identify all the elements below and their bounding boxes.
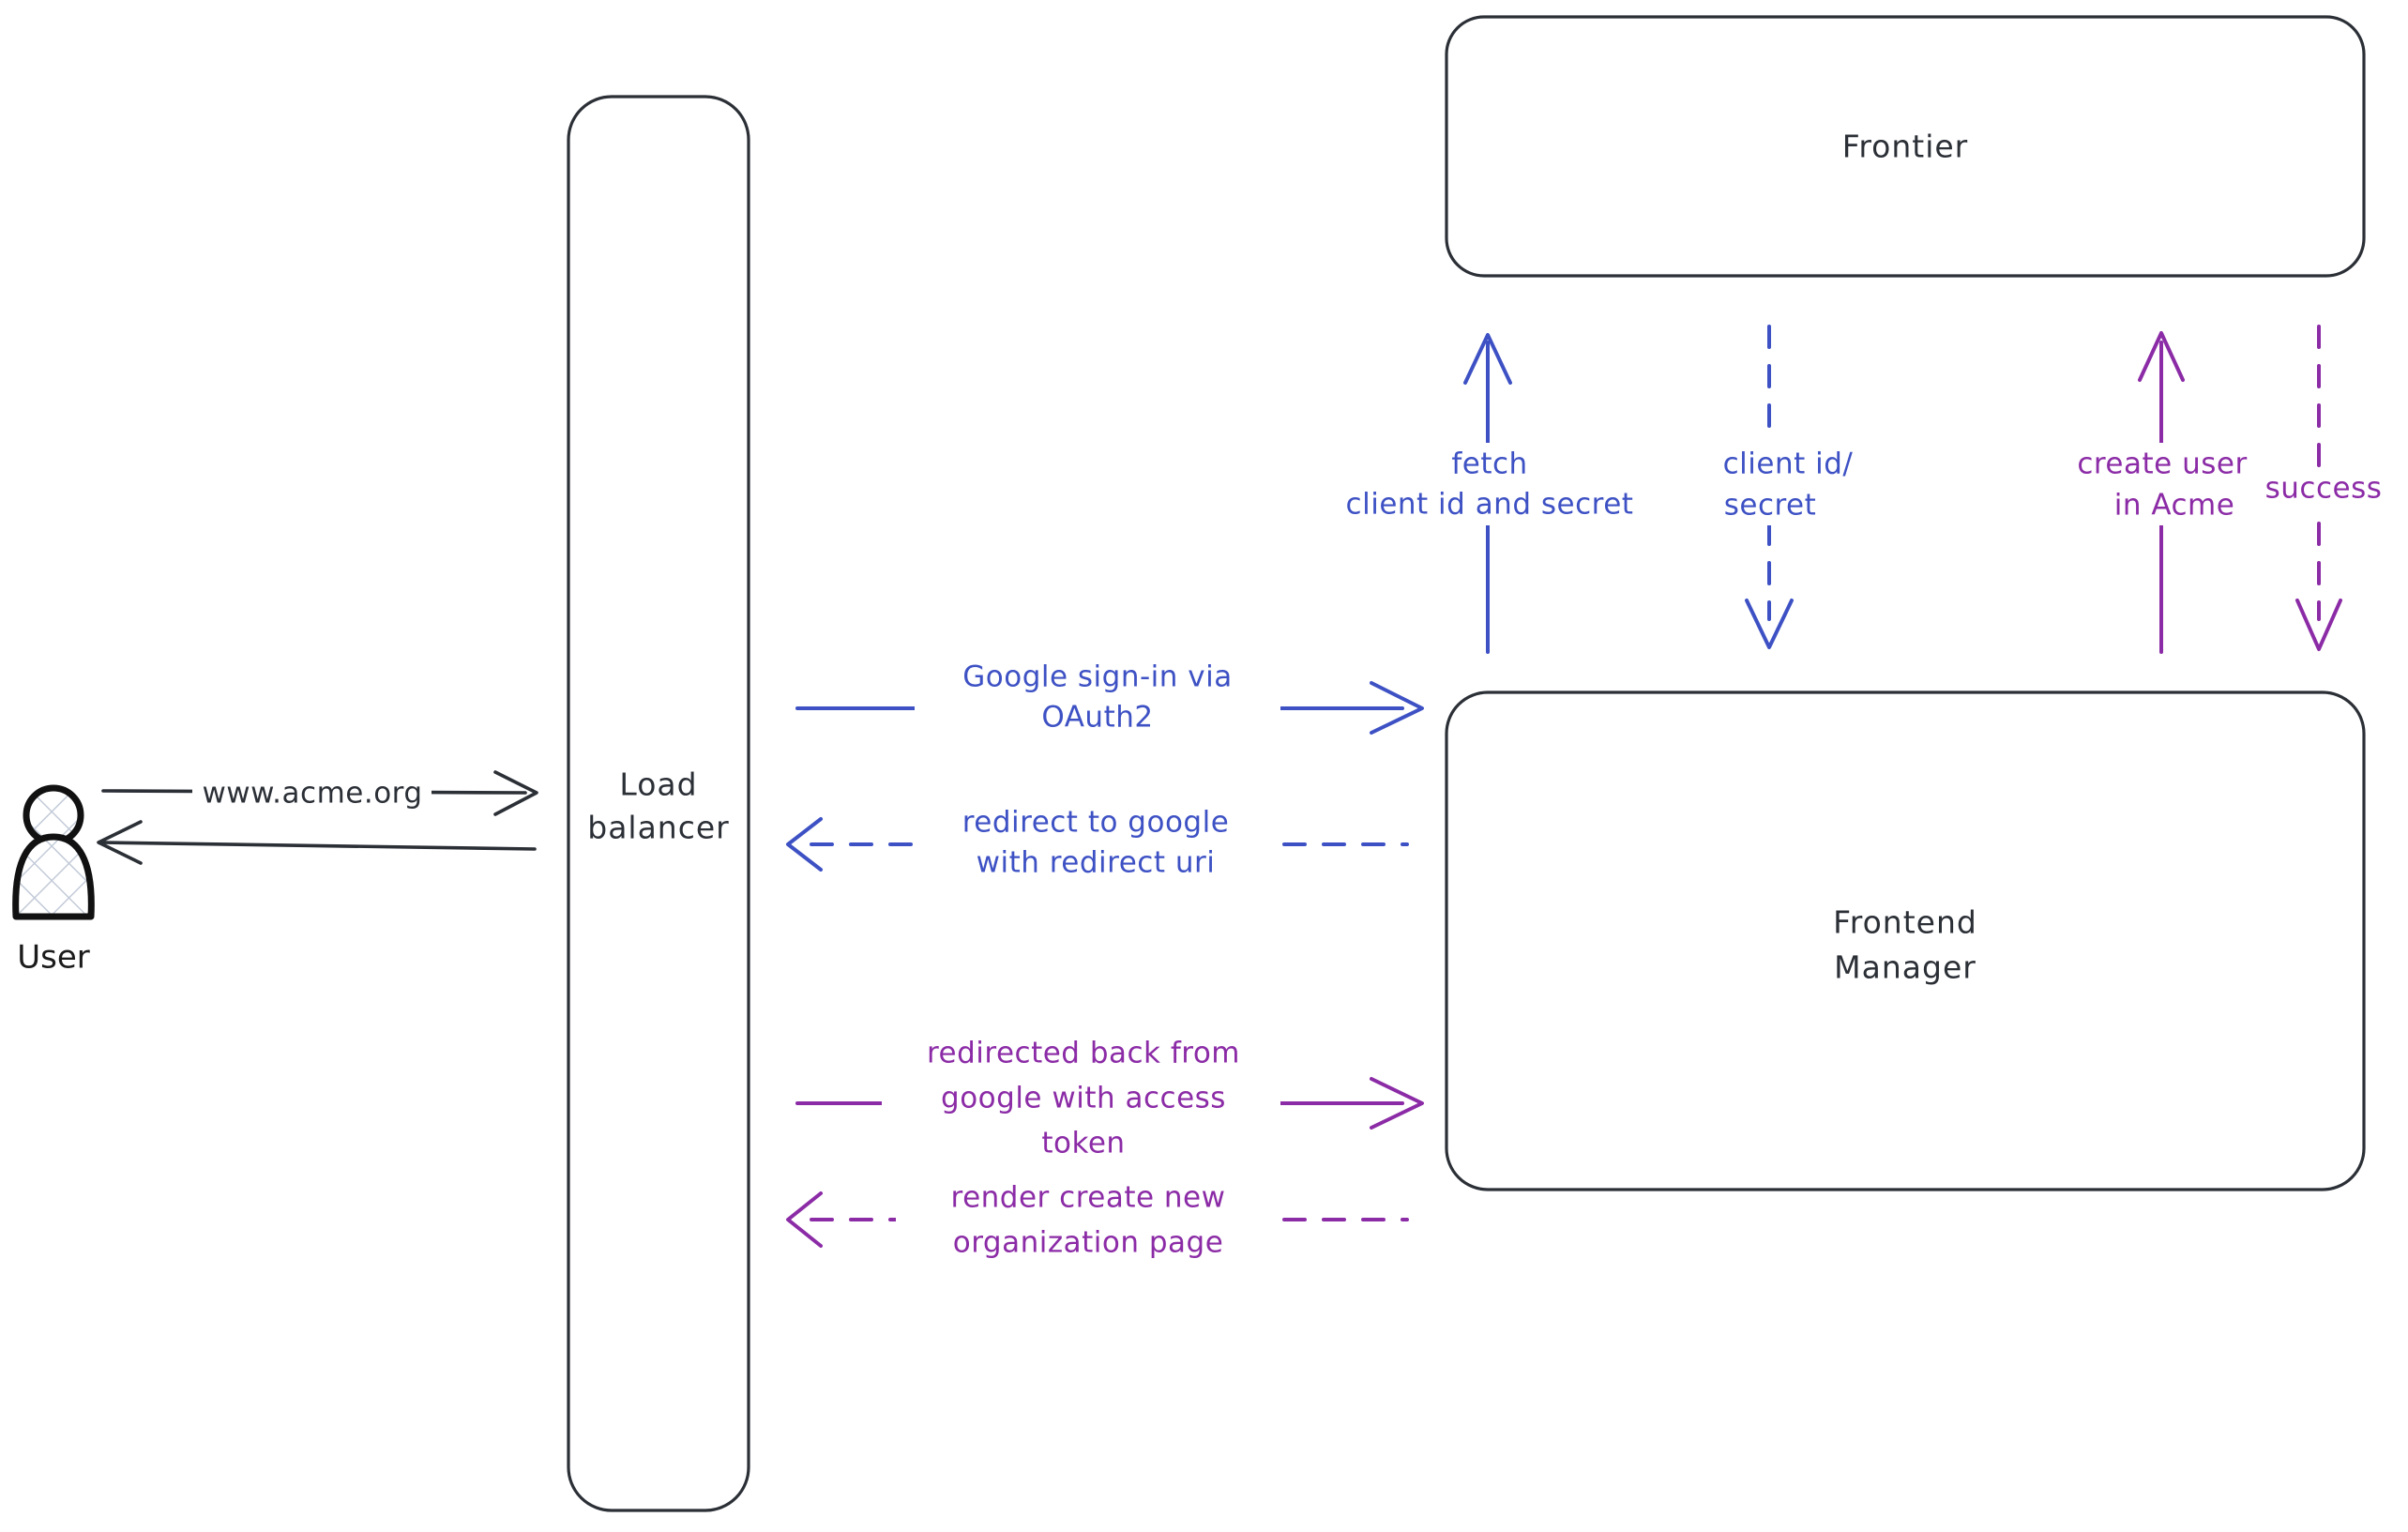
edge-redirected-back-label-line2: google with access [941,1082,1226,1115]
edge-success-label: success [2265,472,2383,506]
edge-client-id-secret-label-bg [1690,443,1887,525]
user-body-icon [12,833,95,920]
edge-success: success [2242,325,2403,651]
edge-lb-to-user [97,820,537,865]
edge-render-create-org-label-bg [896,1173,1280,1276]
edge-google-signin-label-line1: Google sign-in via [962,660,1233,694]
edge-create-user-arrowhead-icon [2138,331,2185,382]
edge-google-signin-label-line2: OAuth2 [1041,701,1153,735]
edge-client-id-secret-label-line2: secret [1724,489,1817,523]
edge-render-create-org-label-line1: render create new [951,1181,1226,1215]
edge-client-id-secret-arrowhead-icon [1745,599,1794,649]
edge-render-create-org-arrowhead-icon [786,1191,823,1248]
edge-success-label-bg [2242,469,2403,512]
edge-redirect-to-google-label-line1: redirect to google [962,806,1230,840]
edge-user-to-lb-label: www.acme.org [202,777,422,811]
load-balancer-label-line2: balancer [587,810,730,846]
edge-redirected-back-label-line3: token [1041,1127,1125,1160]
frontier-label: Frontier [1842,129,1969,165]
node-frontier[interactable]: Frontier [1445,15,2366,278]
edge-render-create-org-page: render create new organization page [786,1173,1409,1276]
edge-redirected-back-label-bg [882,1029,1280,1177]
edge-user-to-lb-label-bg [192,774,432,813]
edge-fetch-label-line1: fetch [1451,447,1527,481]
edge-redirect-to-google-label-bg [915,797,1280,901]
frontend-manager-label-line1: Frontend [1833,904,1977,941]
load-balancer-box[interactable] [567,95,750,1512]
frontier-box[interactable] [1445,15,2366,278]
edge-redirect-to-google-label-line2: with redirect uri [977,846,1216,880]
edge-user-to-lb: www.acme.org [101,770,538,816]
edge-create-user-in-acme: create user in Acme [2045,331,2279,654]
edge-fetch-label-line2: client id and secret [1346,488,1634,522]
edge-google-signin-arrowhead-icon [1370,681,1424,735]
node-frontend-manager[interactable]: Frontend Manager [1445,690,2366,1191]
user-label: User [17,939,90,977]
edge-google-signin-label-bg [915,657,1280,760]
edge-client-id-secret: client id/ secret [1690,325,1887,649]
edge-user-to-lb-arrowhead-icon [493,770,538,816]
edge-lb-to-user-line [99,841,537,851]
edge-redirect-to-google-arrowhead-icon [786,817,823,872]
frontend-manager-box[interactable] [1445,690,2366,1191]
edge-lb-to-user-arrowhead-icon [97,820,143,865]
edge-create-user-label-line1: create user [2077,447,2247,481]
edge-google-signin-oauth2: Google sign-in via OAuth2 [795,657,1424,760]
edge-redirect-to-google: redirect to google with redirect uri [786,797,1409,901]
edge-create-user-label-bg [2045,443,2279,525]
edge-fetch-arrowhead-icon [1463,333,1512,385]
edge-fetch-client-id-and-secret: fetch client id and secret [1304,333,1679,654]
frontend-manager-label-line2: Manager [1834,949,1976,986]
edge-redirected-back-arrowhead-icon [1370,1077,1424,1130]
edge-client-id-secret-label-line1: client id/ [1723,447,1854,481]
edge-create-user-label-line2: in Acme [2114,489,2235,523]
edge-success-arrowhead-icon [2295,599,2342,651]
edge-redirected-back-with-token: redirected back from google with access … [795,1029,1424,1177]
user-actor: User [12,784,95,977]
edge-redirected-back-label-line1: redirected back from [927,1037,1240,1070]
edge-fetch-label-bg [1304,443,1679,525]
node-load-balancer[interactable]: Load balancer [567,95,750,1512]
load-balancer-label-line1: Load [619,766,697,803]
edge-render-create-org-label-line2: organization page [953,1226,1224,1260]
